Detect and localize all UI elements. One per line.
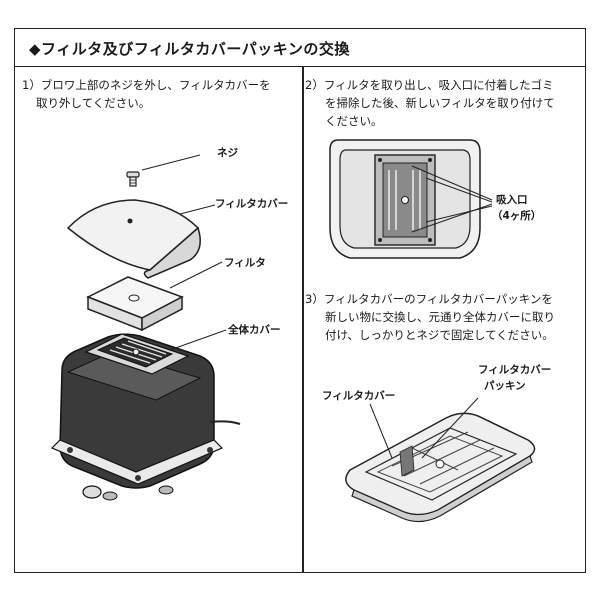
title-bar: ◆フィルタ及びフィルタカバーパッキンの交換 — [15, 29, 585, 67]
step-1-line-1: 1）ブロワ上部のネジを外し、フィルタカバーを — [22, 78, 271, 92]
label-intake: 吸入口 — [496, 194, 528, 206]
column-divider — [302, 67, 304, 572]
step-2-line-1: 2）フィルタを取り出し、吸入口に付着したゴミ — [305, 78, 554, 92]
label-cover2: フィルタカバー — [322, 390, 396, 402]
filter-pad-drawing — [86, 276, 184, 332]
screw-drawing — [126, 171, 140, 187]
intake-leader-lines — [411, 165, 493, 233]
label-whole-cover: 全体カバー — [228, 324, 281, 336]
blower-body-drawing — [50, 333, 241, 501]
label-filter: フィルタ — [224, 257, 266, 269]
filter-cover-leader-line — [179, 204, 216, 215]
whole-cover-leader-line — [169, 329, 227, 351]
label-packing-2: パッキン — [484, 380, 526, 392]
filter-leader-line — [169, 261, 223, 289]
step-3-line-3: 付け、しっかりとネジで固定してください。 — [325, 328, 554, 342]
step-2-line-3: ください。 — [325, 114, 383, 128]
packing-leader-line — [421, 397, 479, 459]
step-3-text: 3）フィルタカバーのフィルタカバーパッキンを 新しい物に交換し、元通り全体カバー… — [305, 290, 555, 344]
step-3-line-2: 新しい物に交換し、元通り全体カバーに取り — [325, 310, 555, 324]
instruction-frame: ◆フィルタ及びフィルタカバーパッキンの交換 — [14, 28, 586, 573]
filter-cover-drawing — [66, 199, 201, 279]
page-title: ◆フィルタ及びフィルタカバーパッキンの交換 — [29, 40, 350, 58]
step-1-line-2: 取り外してください。 — [36, 96, 151, 110]
cover-with-packing-drawing — [345, 412, 536, 523]
label-packing-1: フィルタカバー — [478, 364, 552, 376]
label-intake-count: （4ヶ所） — [492, 210, 542, 222]
cover2-leader-line — [369, 403, 393, 459]
step-1-text: 1）ブロワ上部のネジを外し、フィルタカバーを 取り外してください。 — [22, 76, 271, 112]
step-2-text: 2）フィルタを取り出し、吸入口に付着したゴミ を掃除した後、新しいフィルタを取り… — [305, 76, 555, 130]
step-3-line-1: 3）フィルタカバーのフィルタカバーパッキンを — [305, 292, 553, 306]
screw-leader-line — [141, 154, 201, 171]
label-screw: ネジ — [217, 147, 238, 159]
label-filter-cover: フィルタカバー — [215, 198, 289, 210]
intake-topview-drawing — [329, 139, 481, 259]
step-2-line-2: を掃除した後、新しいフィルタを取り付けて — [325, 96, 555, 110]
